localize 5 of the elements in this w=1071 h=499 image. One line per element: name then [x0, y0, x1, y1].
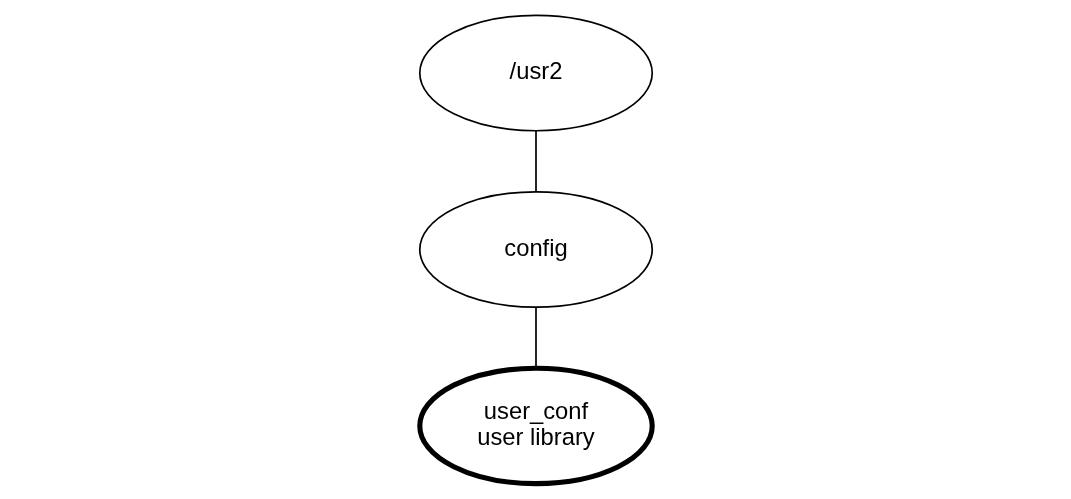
connector — [534, 130, 537, 193]
node-ellipse: /usr2 — [418, 14, 653, 132]
node-ellipse: config — [418, 190, 653, 309]
node-ellipse: user_conf user library — [416, 365, 655, 487]
connector — [534, 306, 537, 369]
